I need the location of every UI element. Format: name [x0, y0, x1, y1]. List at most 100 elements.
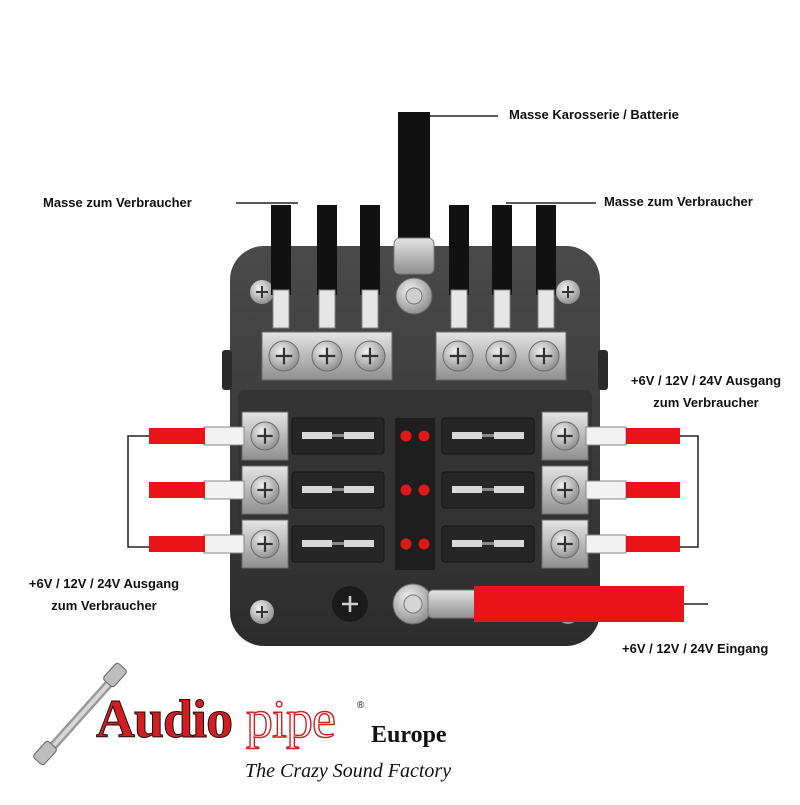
- screw-slot: [257, 536, 273, 552]
- label-output-left-line1: +6V / 12V / 24V Ausgang: [28, 576, 180, 591]
- fuse-link: [482, 434, 494, 437]
- bracket-right: [680, 435, 699, 548]
- negative-slot: [342, 596, 358, 612]
- wire-ferrule: [585, 426, 627, 446]
- housing-clip-right: [598, 350, 608, 390]
- housing-clip-left: [222, 350, 232, 390]
- fuse-blade: [302, 432, 332, 439]
- screw-slot: [557, 482, 573, 498]
- bolt-head: [403, 594, 423, 614]
- logo-registered-mark: ®: [357, 700, 365, 711]
- wire-ferrule: [585, 480, 627, 500]
- screw-slot: [257, 428, 273, 444]
- fuse-blade: [452, 486, 482, 493]
- fuse-blade: [302, 486, 332, 493]
- screw-slot: [492, 347, 510, 365]
- label-input: +6V / 12V / 24V Eingang: [622, 641, 769, 656]
- screw-slot: [562, 286, 574, 298]
- wire-ferrule: [585, 534, 627, 554]
- screw-slot: [449, 347, 467, 365]
- logo-brand-audio: Audio: [95, 689, 233, 750]
- wire-icon: [149, 428, 205, 444]
- screw-slot: [361, 347, 379, 365]
- fuse-link: [482, 542, 494, 545]
- fuse-blade: [494, 432, 524, 439]
- bolt-head: [405, 287, 423, 305]
- screw-slot: [256, 606, 268, 618]
- label-output-left-line2: zum Verbraucher: [51, 598, 157, 613]
- led-icon: [418, 484, 430, 496]
- wire-icon: [449, 205, 469, 295]
- output-brackets: [127, 435, 699, 548]
- fuse-blade: [494, 486, 524, 493]
- wire-icon: [536, 205, 556, 295]
- led-icon: [400, 430, 412, 442]
- screw-slot: [256, 286, 268, 298]
- fuses: [291, 417, 535, 563]
- ring-terminal: [272, 289, 290, 329]
- fuse-blade: [494, 540, 524, 547]
- ring-terminal: [361, 289, 379, 329]
- ring-terminal: [537, 289, 555, 329]
- screw-slot: [557, 428, 573, 444]
- wrench-icon: [33, 662, 127, 766]
- fuse-link: [482, 488, 494, 491]
- fuse-blade: [452, 432, 482, 439]
- led-icon: [400, 484, 412, 496]
- output-terminal-right: [541, 411, 589, 461]
- wire-icon: [626, 536, 680, 552]
- wire-icon: [398, 112, 430, 242]
- wire-icon: [626, 482, 680, 498]
- logo-region: Europe: [371, 722, 447, 748]
- wire-icon: [360, 205, 380, 295]
- led-icon: [400, 538, 412, 550]
- screw-slot: [535, 347, 553, 365]
- main-ground-wire: [393, 112, 435, 315]
- logo-brand-pipe: pipe: [245, 688, 336, 749]
- screw-slot: [557, 536, 573, 552]
- label-output-right-line1: +6V / 12V / 24V Ausgang: [630, 373, 782, 388]
- label-output-right-line2: zum Verbraucher: [653, 395, 759, 410]
- fuse-blade: [452, 540, 482, 547]
- fuse-link: [332, 434, 344, 437]
- ring-terminal: [393, 237, 435, 275]
- label-output-left: +6V / 12V / 24V Ausgang zum Verbraucher: [14, 573, 194, 617]
- wire-icon: [492, 205, 512, 295]
- led-icon: [418, 538, 430, 550]
- label-output-right: +6V / 12V / 24V Ausgang zum Verbraucher: [616, 370, 796, 414]
- ground-wires-left: [271, 205, 380, 329]
- input-wire: [474, 586, 684, 622]
- ring-terminal: [318, 289, 336, 329]
- label-ground-consumer-left: Masse zum Verbraucher: [43, 195, 192, 210]
- ground-wires-right: [449, 205, 556, 329]
- wire-ferrule: [203, 534, 245, 554]
- ground-bus-screws: [268, 340, 560, 372]
- fuse-blade: [344, 540, 374, 547]
- ring-terminal: [450, 289, 468, 329]
- fuse-blade: [302, 540, 332, 547]
- fuse-link: [332, 488, 344, 491]
- wire-icon: [317, 205, 337, 295]
- screw-slot: [257, 482, 273, 498]
- wire-ferrule: [203, 426, 245, 446]
- wire-icon: [149, 482, 205, 498]
- screw-slot: [318, 347, 336, 365]
- label-ground-body: Masse Karosserie / Batterie: [509, 107, 679, 122]
- led-strip: [395, 418, 435, 570]
- wire-icon: [149, 536, 205, 552]
- wire-icon: [626, 428, 680, 444]
- fuse-blade: [344, 486, 374, 493]
- screw-slot: [275, 347, 293, 365]
- fuse-link: [332, 542, 344, 545]
- wire-icon: [271, 205, 291, 295]
- led-icon: [418, 430, 430, 442]
- led-indicators: [400, 430, 430, 550]
- leader-lines: [236, 115, 596, 204]
- logo-tagline: The Crazy Sound Factory: [245, 760, 452, 782]
- ring-terminal: [493, 289, 511, 329]
- input-section: [332, 583, 708, 625]
- bracket-left: [127, 435, 149, 548]
- wire-ferrule: [203, 480, 245, 500]
